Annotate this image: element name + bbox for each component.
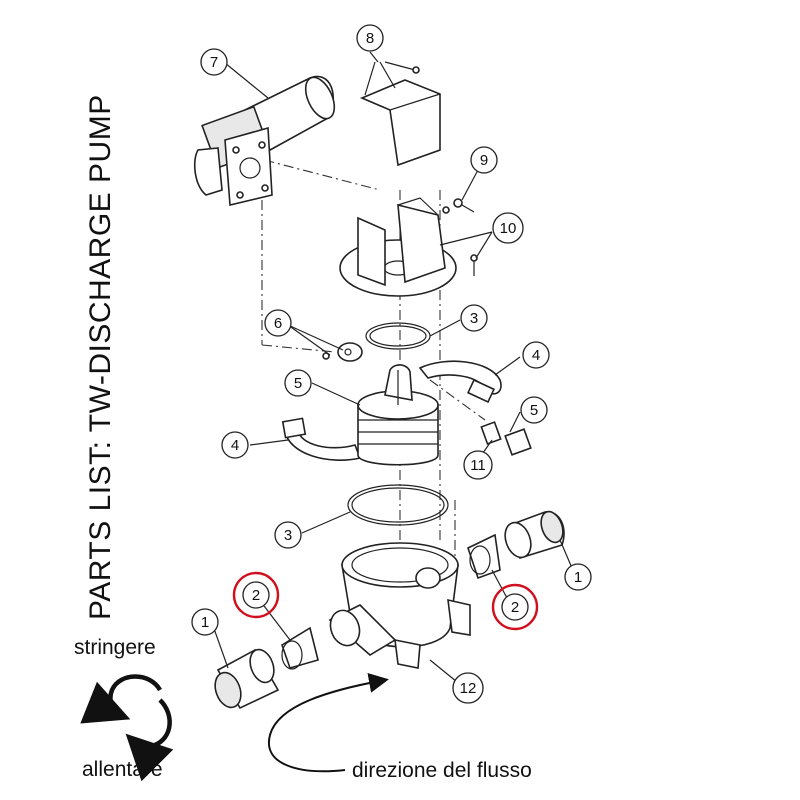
callout-8: 8	[356, 24, 384, 52]
screws-part	[442, 198, 478, 276]
svg-text:1: 1	[201, 614, 209, 631]
svg-text:7: 7	[210, 54, 218, 71]
svg-text:3: 3	[470, 310, 478, 327]
svg-text:12: 12	[460, 680, 477, 697]
svg-text:11: 11	[470, 457, 486, 474]
inlet-tube-part	[328, 604, 397, 656]
rotation-arrows-icon	[80, 674, 174, 782]
callout-2-left: 2	[232, 571, 280, 619]
callout-1-left: 1	[191, 608, 219, 636]
callout-2-right: 2	[491, 583, 539, 631]
right-check-valve-part	[467, 533, 501, 580]
svg-text:2: 2	[511, 599, 519, 616]
callout-10: 10	[492, 212, 524, 244]
lower-clamp-part	[281, 417, 362, 461]
left-inlet-fitting-part	[214, 648, 280, 710]
assembly-axis-lines	[244, 154, 486, 565]
svg-text:5: 5	[294, 375, 302, 392]
flow-direction-arrow-icon	[267, 673, 389, 773]
svg-text:4: 4	[231, 437, 239, 454]
svg-text:1: 1	[574, 569, 582, 586]
svg-text:9: 9	[480, 152, 488, 169]
svg-text:8: 8	[366, 30, 374, 47]
lower-o-ring-part	[347, 484, 449, 526]
callout-3-lower: 3	[274, 521, 302, 549]
cover-plate-part	[359, 61, 441, 167]
tighten-label: stringere	[74, 636, 156, 659]
callout-4-lower: 4	[221, 431, 249, 459]
upper-o-ring-part	[365, 322, 431, 350]
coupling-part	[322, 342, 363, 362]
mount-bracket-part	[339, 197, 457, 297]
svg-text:6: 6	[274, 315, 282, 332]
left-check-valve-part	[281, 626, 319, 670]
diagram-title: PARTS LIST: TW-DISCHARGE PUMP	[84, 94, 117, 620]
upper-clamp-part	[418, 360, 502, 404]
callout-6: 6	[264, 309, 292, 337]
flow-direction-label: direzione del flusso	[352, 759, 532, 782]
svg-text:5: 5	[530, 402, 538, 419]
callout-5-left: 5	[284, 369, 312, 397]
callout-1-right: 1	[564, 563, 592, 591]
callout-3-upper: 3	[460, 304, 488, 332]
svg-text:2: 2	[252, 587, 260, 604]
loosen-label: allentare	[82, 758, 163, 781]
callout-12: 12	[452, 672, 484, 704]
svg-text:3: 3	[284, 527, 292, 544]
motor-part	[193, 75, 336, 206]
impeller-housing-part	[357, 364, 439, 466]
svg-text:4: 4	[532, 347, 540, 364]
svg-text:10: 10	[500, 220, 517, 237]
callout-4-upper: 4	[522, 341, 550, 369]
callout-7: 7	[200, 48, 228, 76]
callout-5-right: 5	[520, 396, 548, 424]
callout-9: 9	[470, 146, 498, 174]
nipple-bolt-part	[480, 421, 532, 456]
callout-11: 11	[463, 450, 493, 480]
right-outlet-fitting-part	[504, 510, 565, 560]
